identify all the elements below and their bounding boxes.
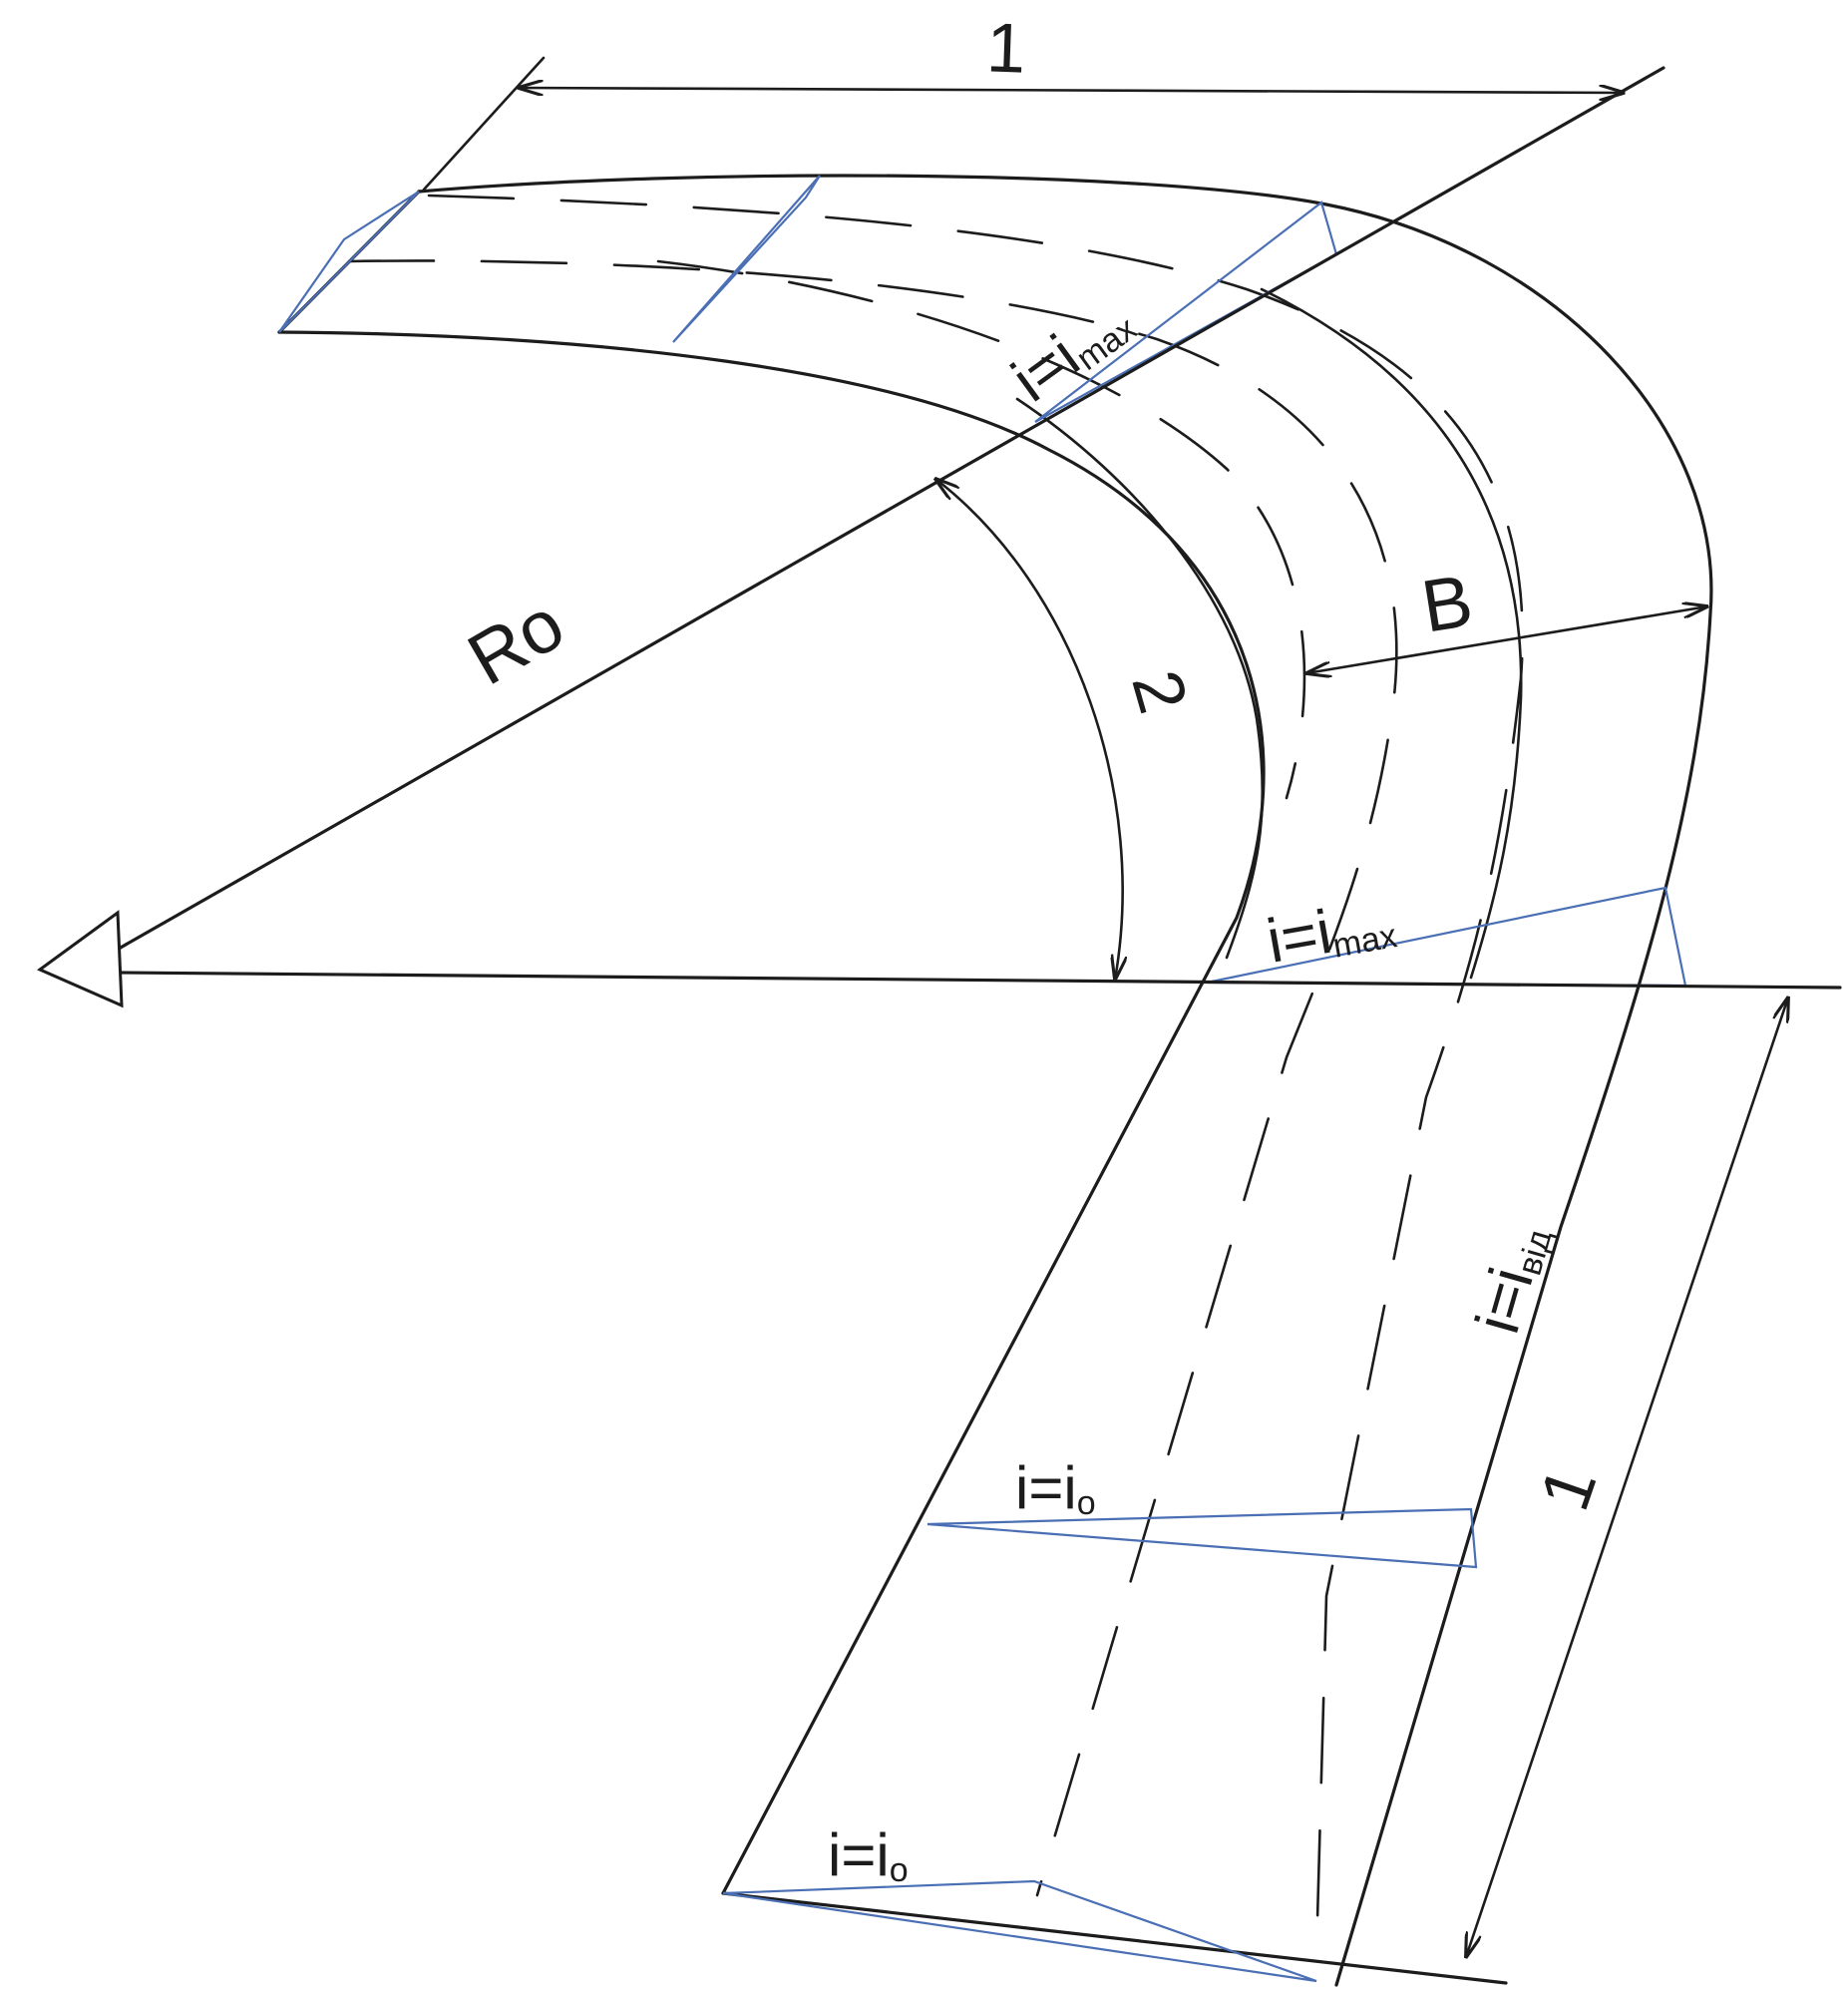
angle-label: 2 [1117,662,1203,721]
slope-o-mid-base: i=i [1015,1454,1077,1521]
horizontal-axis [116,971,1842,990]
centre-point-marker [37,910,124,1008]
slope-o-bottom-label: i=io [828,1821,909,1889]
radius-line [110,66,1665,955]
dim-1-right-line [1466,997,1788,1957]
slope-o-bottom-base: i=i [828,1821,890,1888]
slope-vid-label: i=iвід [1463,1217,1559,1341]
slope-section-o-mid [926,1507,1478,1569]
slope-section-start [278,191,420,333]
cross-slope-sections [278,175,1687,1983]
slope-o-mid-sub: o [1077,1484,1096,1522]
dim-1-top-label: 1 [985,8,1027,87]
dim-1-top-line [519,88,1624,93]
dim-1-right-label: 1 [1525,1457,1611,1519]
lane-dashed-lines [347,194,1524,1957]
road-outer-edge [417,174,1713,1987]
geometry-construction [37,66,1842,1008]
slope-vid-sub: від [1511,1225,1560,1279]
radius-label: Ro [455,582,577,700]
lane-line-middle [347,259,1398,1897]
dim-width-line [1306,606,1707,673]
angle-arc [935,479,1123,980]
road-inner-edge [277,330,1266,1895]
slope-section-transition [672,175,821,343]
dimensions [422,56,1788,1957]
road-outline [277,174,1713,1987]
slope-section-o-bottom [722,1879,1317,1983]
slope-max-mid-sub: max [1330,917,1400,966]
curve-line-inner [1015,397,1265,960]
slope-max-mid-label: i=imax [1262,887,1399,977]
slope-o-bottom-sub: o [890,1851,909,1889]
width-label: B [1416,559,1478,648]
slope-section-max-top [1034,200,1338,423]
curve-line-centre [1260,287,1523,980]
slope-o-mid-label: i=io [1015,1454,1096,1522]
slope-max-mid-base: i=i [1262,898,1336,977]
dim-1-top-ext [422,56,546,192]
road-end-edge [721,1891,1508,1985]
slope-max-top-label: i=imax [1000,284,1144,415]
lane-line-lower [656,259,1306,800]
